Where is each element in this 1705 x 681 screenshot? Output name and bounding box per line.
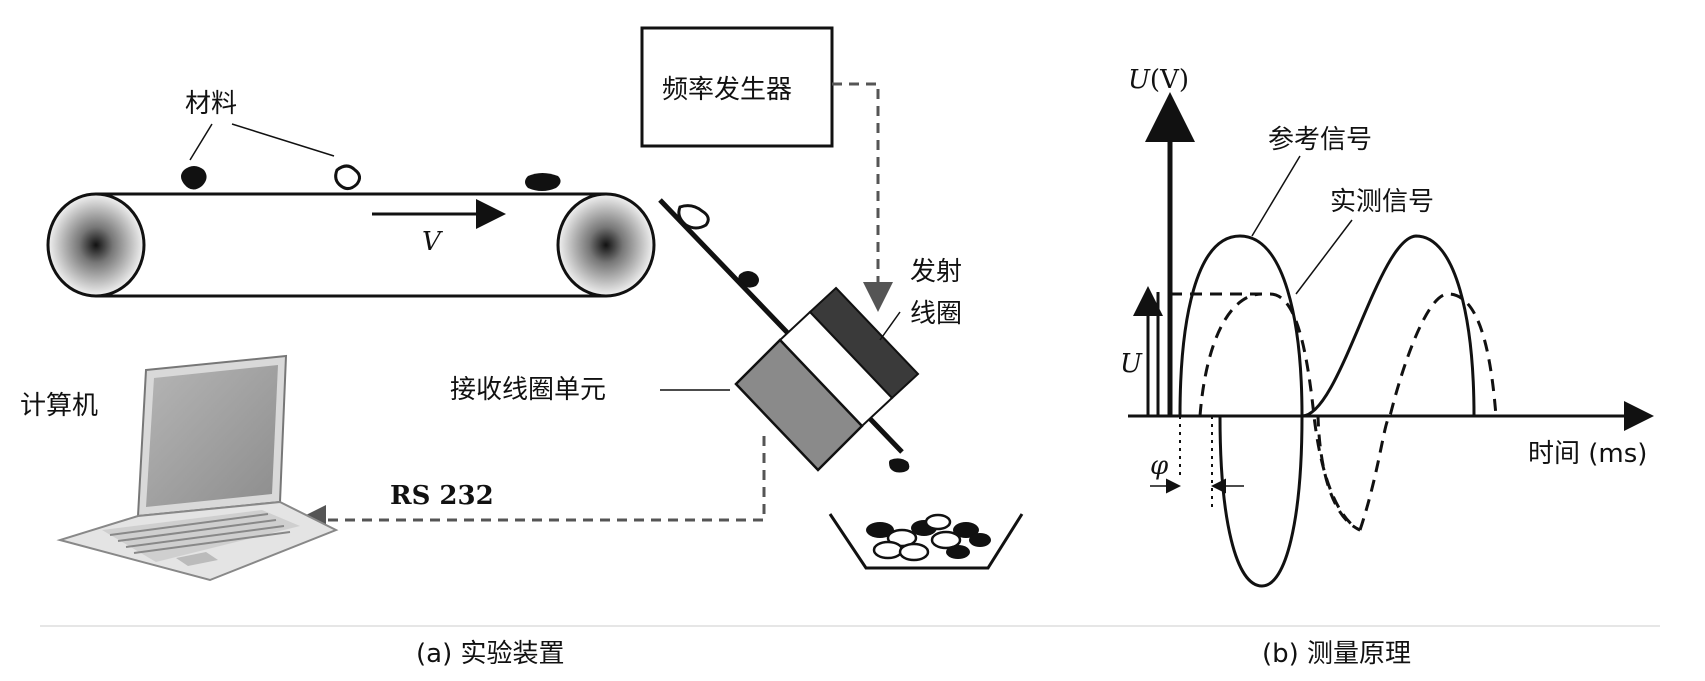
panel-a: 材料 V 频率发生器 发射 线圈 接收线圈单元 [20,26,1024,669]
rs232-label: RS 232 [390,481,494,511]
emit-coil-leader [879,311,901,341]
amplitude-label: U [1120,349,1143,379]
computer-label: 计算机 [20,391,98,421]
receive-coil-label: 接收线圈单元 [450,375,606,405]
caption-a: (a) 实验装置 [416,639,565,669]
material-leader-1 [189,123,213,161]
x-axis-label: 时间 (ms) [1528,439,1647,469]
receive-coil-unit [734,338,864,472]
collection-bin [828,513,1024,570]
emit-coil-label-2: 线圈 [910,299,962,329]
conveyor-belt [46,192,656,298]
panel-b: U(V) 时间 (ms) U 参考信号 实测信号 φ (b) 测量原理 [1120,65,1654,669]
reference-signal-label: 参考信号 [1268,125,1372,155]
right-roller [556,192,656,298]
laptop-icon [56,354,339,582]
left-roller [46,192,146,298]
material-leader-2 [231,123,335,157]
emit-coil-label-1: 发射 [910,257,962,287]
measured-signal [1170,292,1498,532]
measured-signal-start [1198,292,1263,417]
reference-signal-leader [1251,155,1301,237]
velocity-label: V [422,227,443,257]
phase-label: φ [1150,451,1169,481]
signal-line-to-emitter [832,82,893,312]
measured-signal-label: 实测信号 [1330,187,1434,217]
rs232-link [296,436,766,535]
material-label: 材料 [185,89,237,119]
frequency-generator-box [640,26,834,148]
reference-signal [1178,234,1476,588]
caption-b: (b) 测量原理 [1262,639,1411,669]
y-axis-label: U(V) [1128,65,1189,95]
frequency-generator-label: 频率发生器 [662,75,792,105]
measured-signal-leader [1295,219,1353,295]
